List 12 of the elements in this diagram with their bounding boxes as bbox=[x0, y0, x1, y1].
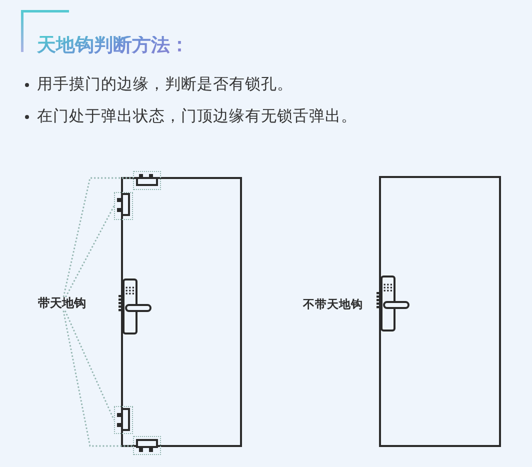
leader-line bbox=[62, 177, 133, 298]
leader-line bbox=[64, 310, 115, 420]
leader-line bbox=[62, 310, 133, 447]
highlight-box bbox=[114, 192, 133, 220]
door-label: 不带天地钩 bbox=[303, 298, 363, 311]
callout-label: 带天地钩 bbox=[38, 297, 86, 311]
bullet-text: 用手摸门的边缘，判断是否有锁孔。 bbox=[37, 76, 293, 92]
leader-line bbox=[65, 206, 115, 298]
highlight-box bbox=[114, 406, 133, 434]
bullet-text: 在门处于弹出状态，门顶边缘有无锁舌弹出。 bbox=[37, 108, 357, 124]
highlight-box bbox=[133, 436, 161, 455]
highlight-box bbox=[133, 171, 161, 190]
